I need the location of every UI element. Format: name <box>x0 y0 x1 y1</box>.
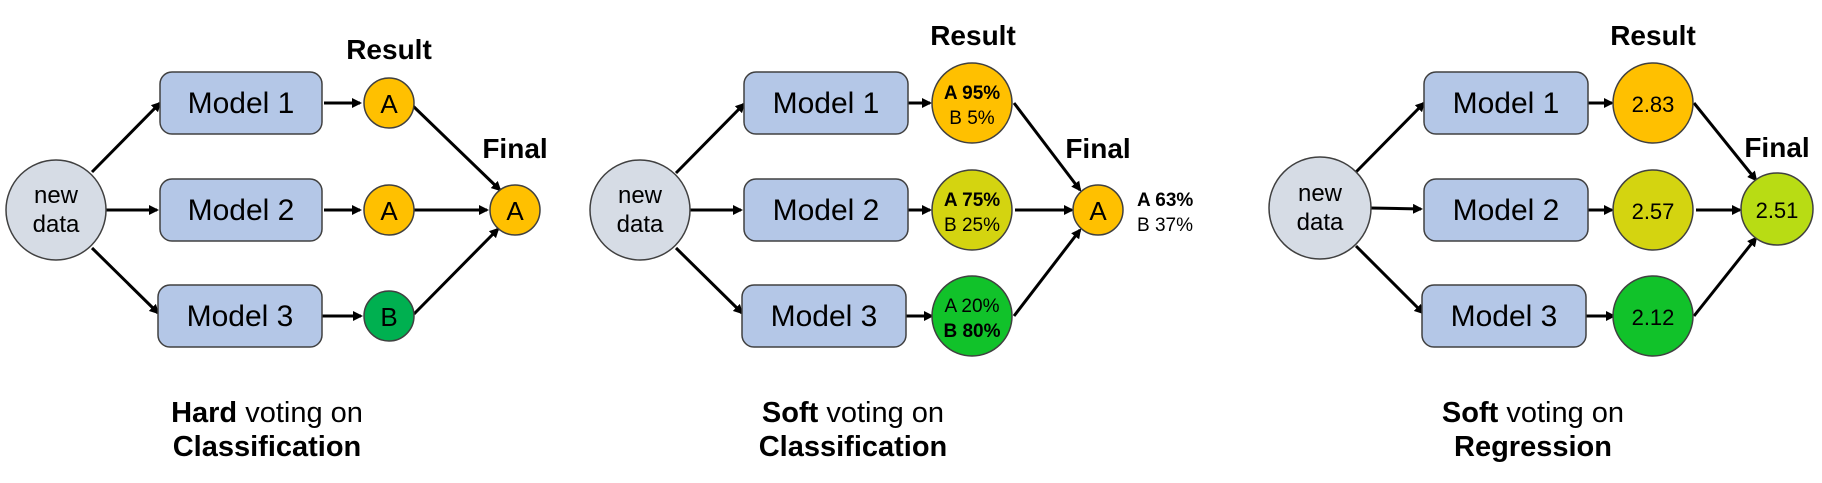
arrow-result-1-to-final <box>411 104 502 192</box>
new-data-line-2: data <box>33 211 80 238</box>
final-header: Final <box>1744 132 1809 163</box>
caption-line-2: Classification <box>173 431 362 463</box>
final-circle <box>1072 184 1124 236</box>
model-3-label: Model 3 <box>771 300 878 333</box>
model-2-label: Model 2 <box>1453 194 1560 227</box>
final-label: A <box>506 196 524 226</box>
new-data-node <box>1268 156 1372 260</box>
model-1-box <box>159 71 323 135</box>
caption-line-1: Hard voting on <box>171 397 363 429</box>
result-header: Result <box>930 20 1016 51</box>
model-2-label: Model 2 <box>188 194 295 227</box>
arrow-result-3-to-final <box>412 227 500 316</box>
model-2-label: Model 2 <box>773 194 880 227</box>
result-1-circle <box>931 62 1013 144</box>
result-1-label: 2.83 <box>1632 92 1675 117</box>
result-2-circle <box>363 184 415 236</box>
model-1-box <box>743 71 909 135</box>
final-prob-b: B 37% <box>1137 215 1193 236</box>
panel-hard-voting-classification: new data Model 1 Model 2 Model 3 Result … <box>5 34 548 463</box>
result-1-label: A <box>380 89 398 119</box>
arrow-new-data-to-model-3 <box>674 246 744 315</box>
model-3-label: Model 3 <box>1451 300 1558 333</box>
model-3-box <box>157 284 323 348</box>
result-2-label: 2.57 <box>1632 199 1675 224</box>
arrow-new-data-to-model-2 <box>1369 203 1423 214</box>
result-1-line-2: B 5% <box>949 108 995 129</box>
new-data-line-2: data <box>617 211 664 238</box>
caption-line-1: Soft voting on <box>762 397 944 429</box>
result-3-circle <box>931 275 1013 357</box>
result-2-line-2: B 25% <box>944 215 1000 236</box>
final-header: Final <box>1065 133 1130 164</box>
caption-rest: voting on <box>818 397 944 429</box>
caption-rest: voting on <box>1498 397 1624 429</box>
model-2-box <box>743 178 909 242</box>
arrow-new-data-to-model-3 <box>1354 244 1425 315</box>
arrow-new-data-to-model-3 <box>90 246 160 315</box>
model-1-label: Model 1 <box>1453 87 1560 120</box>
result-3-circle <box>363 290 415 342</box>
new-data-line-1: new <box>618 182 663 209</box>
new-data-line-2: data <box>1297 209 1344 236</box>
model-1-label: Model 1 <box>188 87 295 120</box>
new-data-line-1: new <box>1298 180 1343 207</box>
final-circle <box>1740 172 1814 246</box>
arrow-new-data-to-model-1 <box>1354 101 1426 174</box>
caption-line-2: Regression <box>1454 431 1612 463</box>
panel-soft-voting-regression: new data Model 1 Model 2 Model 3 Result … <box>1268 20 1814 463</box>
result-3-label: B <box>380 302 397 332</box>
caption-line-2: Classification <box>759 431 948 463</box>
result-3-circle <box>1612 275 1694 357</box>
result-1-circle <box>363 77 415 129</box>
result-2-circle <box>1612 169 1694 251</box>
panel-soft-voting-classification: new data Model 1 Model 2 Model 3 Result … <box>589 20 1193 463</box>
result-2-label: A <box>380 196 398 226</box>
result-1-line-1: A 95% <box>944 83 1000 104</box>
final-header: Final <box>482 133 547 164</box>
result-3-label: 2.12 <box>1632 305 1675 330</box>
arrow-result-1-to-final <box>1692 102 1758 182</box>
result-header: Result <box>1610 20 1696 51</box>
result-2-line-1: A 75% <box>944 190 1000 211</box>
final-prob-a: A 63% <box>1137 190 1193 211</box>
model-3-box <box>741 284 907 348</box>
new-data-node <box>5 159 107 261</box>
caption-rest: voting on <box>237 397 363 429</box>
final-label: 2.51 <box>1756 198 1799 223</box>
result-1-circle <box>1612 62 1694 144</box>
model-3-label: Model 3 <box>187 300 294 333</box>
model-3-box <box>1421 284 1587 348</box>
caption-line-1: Soft voting on <box>1442 397 1624 429</box>
caption-bold-word: Hard <box>171 397 237 429</box>
arrow-result-1-to-final <box>1012 102 1082 192</box>
arrow-new-data-to-model-1 <box>90 101 162 174</box>
result-3-line-1: A 20% <box>945 296 1000 317</box>
new-data-line-1: new <box>34 182 79 209</box>
result-3-line-2: B 80% <box>943 321 1000 342</box>
caption-bold-word: Soft <box>1442 397 1499 429</box>
caption-bold-word: Soft <box>762 397 819 429</box>
arrow-result-3-to-final <box>1012 228 1082 317</box>
model-1-label: Model 1 <box>773 87 880 120</box>
arrow-result-3-to-final <box>1692 236 1758 317</box>
model-2-box <box>159 178 323 242</box>
result-2-circle <box>931 169 1013 251</box>
model-1-box <box>1423 71 1589 135</box>
model-2-box <box>1423 178 1589 242</box>
final-label: A <box>1089 196 1107 226</box>
new-data-node <box>589 159 691 261</box>
result-header: Result <box>346 34 432 65</box>
arrow-new-data-to-model-1 <box>674 102 746 175</box>
final-circle <box>489 184 541 236</box>
